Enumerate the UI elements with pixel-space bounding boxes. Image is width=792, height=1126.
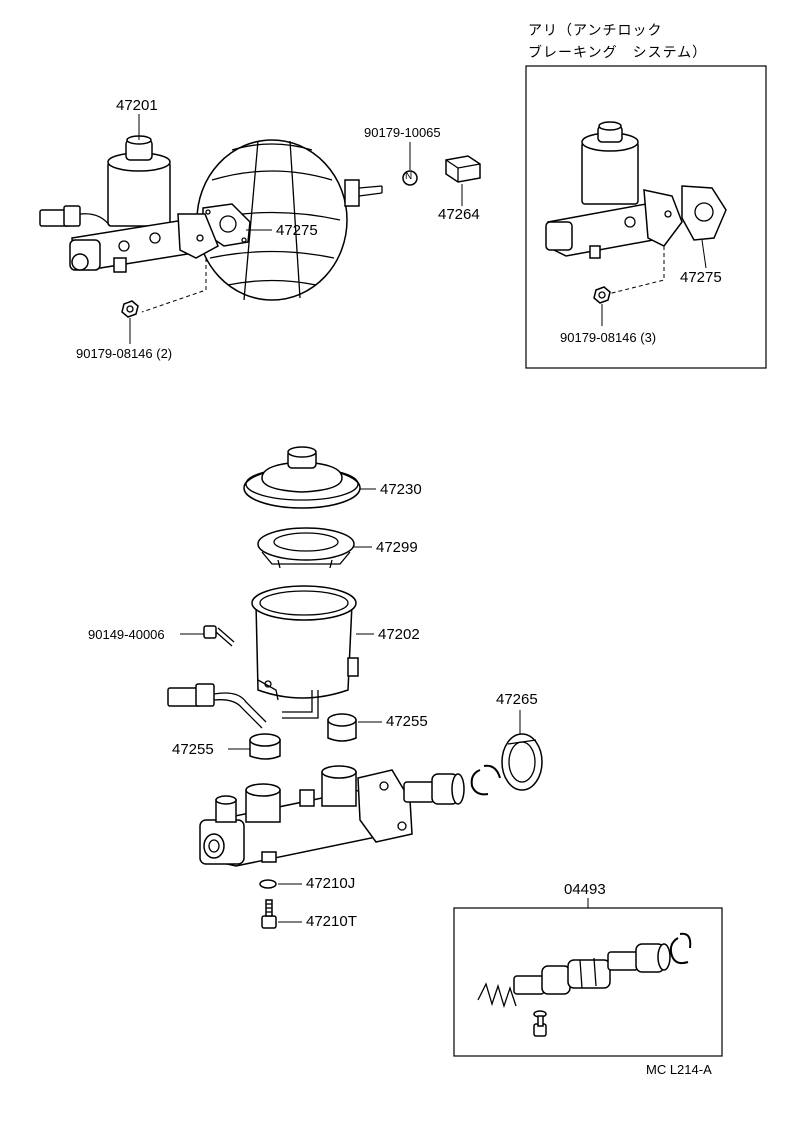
gasket-booster bbox=[202, 203, 251, 247]
screw bbox=[180, 625, 235, 647]
snap-ring-mid bbox=[470, 764, 501, 796]
label-reservoir-47202: 47202 bbox=[378, 626, 420, 643]
nut-small-n bbox=[402, 142, 418, 186]
label-gasket-47210J: 47210J bbox=[306, 875, 356, 892]
abs-title-line2: ブレーキング システム） bbox=[528, 45, 708, 61]
gasket-j bbox=[259, 879, 302, 889]
label-grommet-47255-right: 47255 bbox=[386, 713, 428, 730]
label-gasket-47275-top: 47275 bbox=[276, 222, 318, 239]
bolt-t bbox=[261, 899, 302, 929]
nut-top bbox=[121, 300, 139, 344]
reservoir-cap bbox=[243, 446, 376, 509]
label-cup-47265: 47265 bbox=[496, 691, 538, 708]
master-cylinder-body bbox=[199, 765, 465, 867]
label-screw-90149-40006: 90149-40006 bbox=[88, 627, 165, 642]
footer-code: MC L214-A bbox=[646, 1062, 712, 1077]
clip bbox=[445, 155, 481, 206]
label-strainer-47299: 47299 bbox=[376, 539, 418, 556]
master-cylinder-top bbox=[39, 114, 272, 313]
label-master-cylinder-47201: 47201 bbox=[116, 97, 158, 114]
kit-box-frame bbox=[453, 907, 723, 1057]
label-clip-47264: 47264 bbox=[438, 206, 480, 223]
label-grommet-47255-left: 47255 bbox=[172, 741, 214, 758]
label-cap-47230: 47230 bbox=[380, 481, 422, 498]
label-abs-gasket-47275: 47275 bbox=[680, 269, 722, 286]
label-nut-90179-10065: 90179-10065 bbox=[364, 125, 441, 140]
label-bolt-47210T: 47210T bbox=[306, 913, 357, 930]
piston-kit bbox=[477, 932, 692, 1037]
abs-master-cylinder bbox=[545, 121, 683, 295]
label-kit-04493: 04493 bbox=[564, 881, 606, 898]
reservoir bbox=[167, 585, 374, 729]
abs-gasket bbox=[681, 185, 727, 269]
strainer bbox=[257, 527, 372, 569]
grommet-left bbox=[228, 733, 281, 760]
grommet-right bbox=[327, 713, 382, 742]
label-abs-nut-90179-08146-3: 90179-08146 (3) bbox=[560, 330, 657, 345]
piston-cup bbox=[501, 710, 543, 791]
abs-box-frame bbox=[525, 65, 767, 369]
abs-title-line1: アリ（アンチロック bbox=[528, 23, 663, 39]
label-nut-90179-08146-2: 90179-08146 (2) bbox=[76, 346, 173, 361]
nut-n-mark: N bbox=[405, 171, 413, 182]
abs-nut bbox=[593, 286, 611, 326]
